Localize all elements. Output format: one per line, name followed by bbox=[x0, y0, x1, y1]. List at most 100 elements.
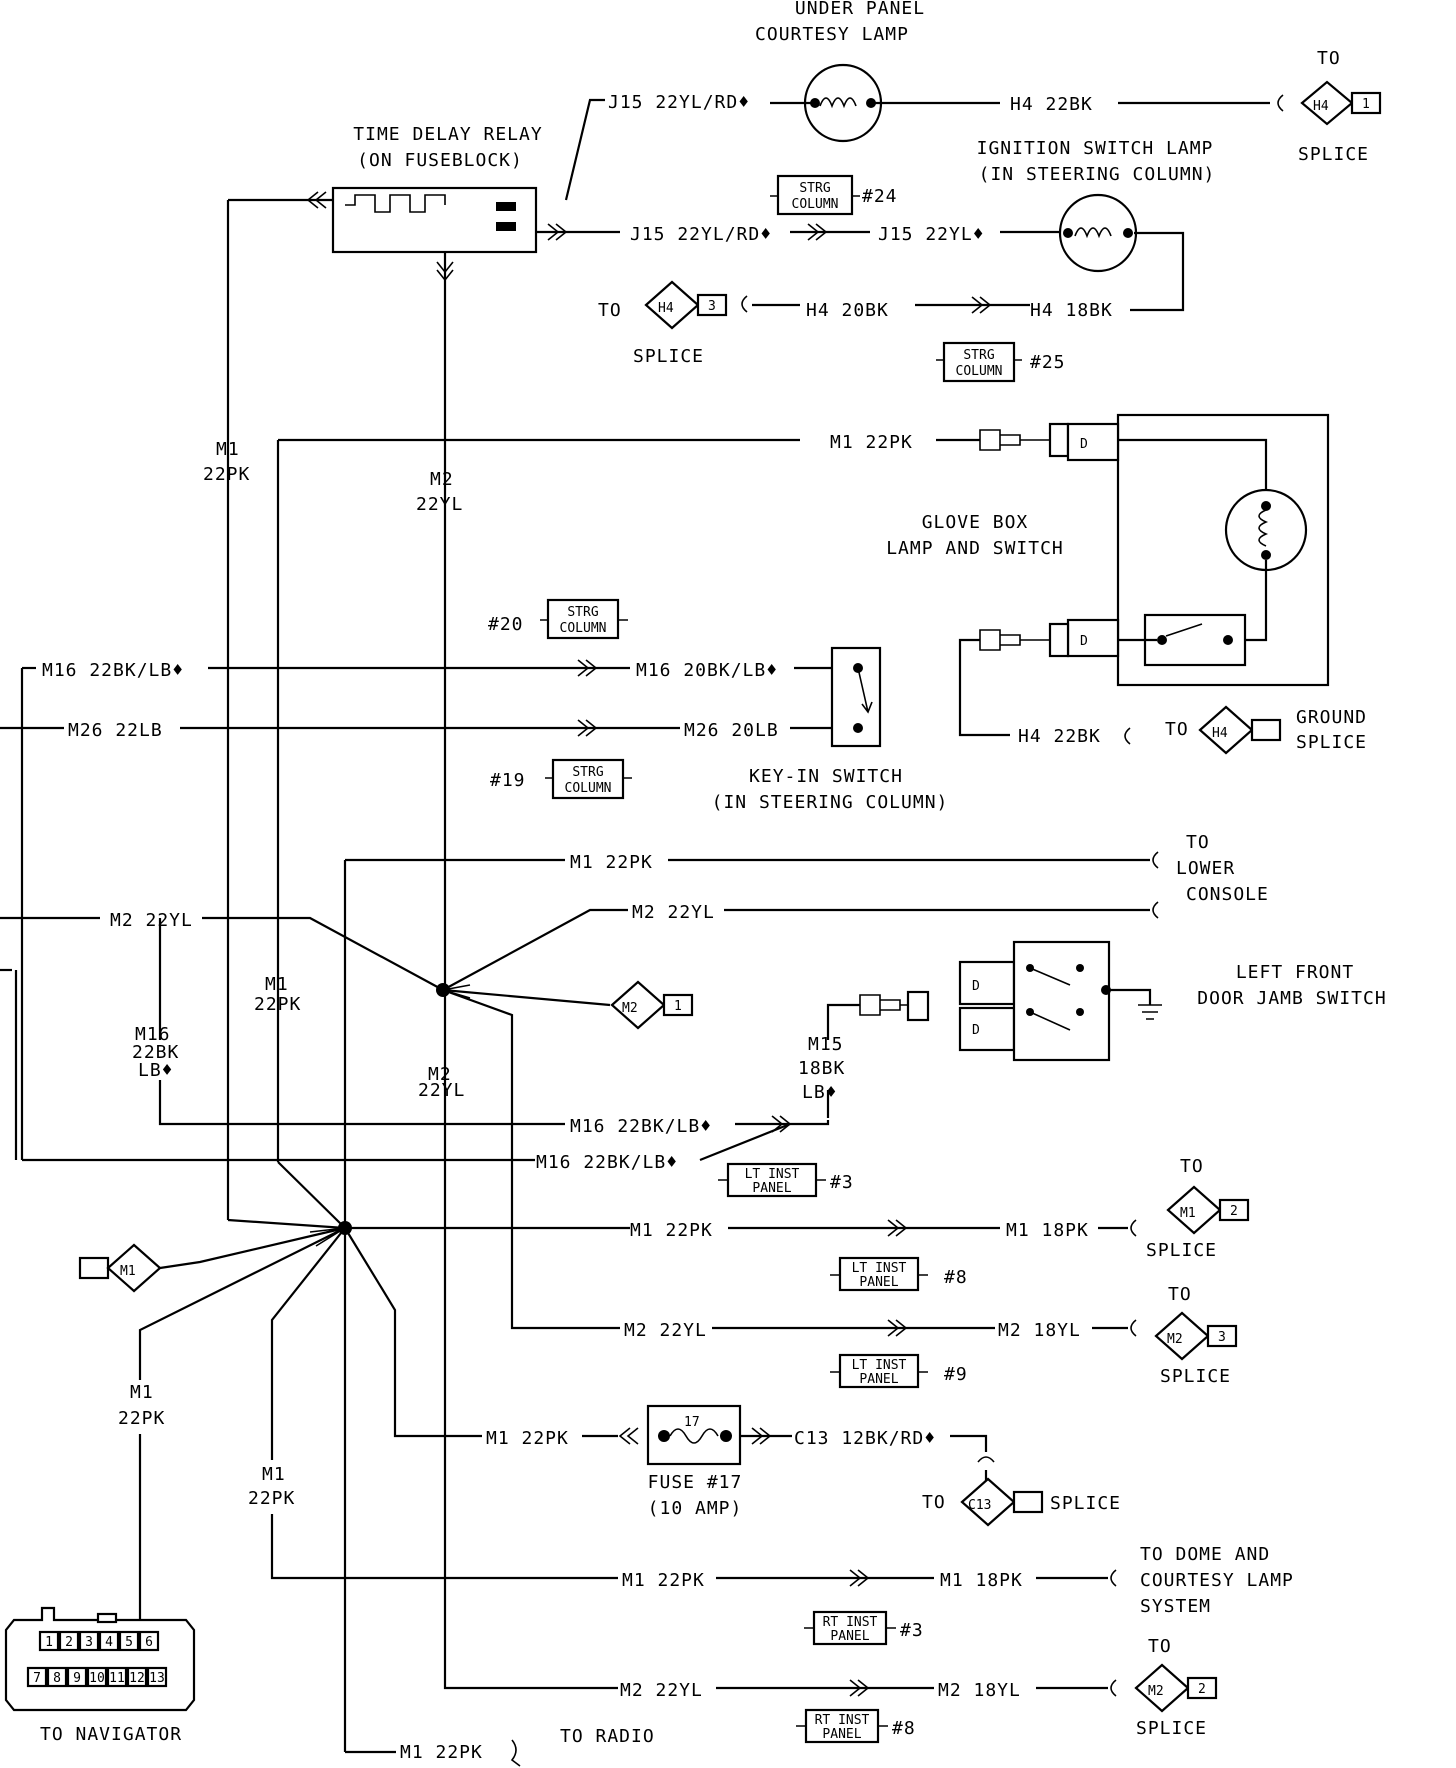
dome-line-3: SYSTEM bbox=[1140, 1596, 1211, 1617]
svg-text:13: 13 bbox=[149, 1671, 165, 1686]
wire-m1-18pk-a: M1 18PK bbox=[1006, 1220, 1089, 1241]
wire-m16-20bk: M16 20BK/LB♦ bbox=[636, 660, 778, 681]
wire-m2-18yl-a: M2 18YL bbox=[998, 1320, 1081, 1341]
svg-text:2: 2 bbox=[1230, 1204, 1238, 1219]
svg-text:STRG: STRG bbox=[963, 348, 994, 363]
wire-m1-18pk-b: M1 18PK bbox=[940, 1570, 1023, 1591]
navigator-bottom-pin-9: 9 bbox=[66, 1666, 88, 1688]
ignition-switch-lamp bbox=[1058, 193, 1138, 273]
svg-text:RT INST: RT INST bbox=[815, 1713, 870, 1728]
to-radio-label: TO RADIO bbox=[560, 1726, 655, 1747]
svg-text:PANEL: PANEL bbox=[752, 1181, 791, 1196]
key-in-switch bbox=[830, 646, 882, 748]
splice-m1-2: M1 2 bbox=[1166, 1185, 1250, 1235]
wire-m26-22lb: M26 22LB bbox=[68, 720, 163, 741]
wire-m16-22bk-left: M16 22BK/LB♦ bbox=[42, 660, 184, 681]
wire-m1-console: M1 22PK bbox=[570, 852, 653, 873]
fuse-title-1: FUSE #17 bbox=[648, 1472, 743, 1493]
svg-text:17: 17 bbox=[684, 1415, 700, 1430]
svg-text:COLUMN: COLUMN bbox=[565, 781, 612, 796]
svg-text:#8: #8 bbox=[892, 1718, 916, 1739]
ref-strg-column-20: #20 STRG COLUMN bbox=[488, 598, 628, 640]
splice-c13: C13 bbox=[960, 1477, 1044, 1527]
splice-m2-1: M2 1 bbox=[610, 980, 694, 1030]
splice-m2-2: M2 2 bbox=[1134, 1663, 1218, 1713]
wire-m1-left-a: M1 bbox=[216, 439, 240, 460]
svg-text:PANEL: PANEL bbox=[859, 1275, 898, 1290]
navigator-label: TO NAVIGATOR bbox=[40, 1724, 182, 1745]
ref-lt-inst-panel-9: LT INST PANEL #9 bbox=[830, 1353, 968, 1389]
svg-text:M2: M2 bbox=[1148, 1684, 1164, 1699]
navigator-top-pin-1: 1 bbox=[38, 1630, 60, 1652]
svg-text:#25: #25 bbox=[1030, 352, 1066, 373]
svg-text:#8: #8 bbox=[944, 1267, 968, 1288]
navigator-bottom-pin-11: 11 bbox=[106, 1666, 128, 1688]
svg-text:M1: M1 bbox=[120, 1264, 136, 1279]
wire-m16-22bk-b: M16 22BK/LB♦ bbox=[536, 1152, 678, 1173]
splice-m1-main: M1 bbox=[78, 1243, 162, 1293]
navigator-bottom-pin-12: 12 bbox=[126, 1666, 148, 1688]
ref-rt-inst-panel-8: RT INST PANEL #8 bbox=[796, 1708, 916, 1744]
wire-pk-left-a: 22PK bbox=[203, 464, 250, 485]
wire-m2-18yl-b: M2 18YL bbox=[938, 1680, 1021, 1701]
wire-pk-mid: 22PK bbox=[254, 994, 301, 1015]
svg-text:9: 9 bbox=[73, 1671, 81, 1686]
svg-text:COLUMN: COLUMN bbox=[956, 364, 1003, 379]
splice-h4-1: H4 1 bbox=[1300, 80, 1382, 126]
svg-text:7: 7 bbox=[33, 1671, 41, 1686]
svg-text:D: D bbox=[972, 1023, 980, 1038]
svg-text:M2: M2 bbox=[1167, 1332, 1183, 1347]
splice-label-h4-1: SPLICE bbox=[1298, 144, 1369, 165]
to-label-h4-ground: TO bbox=[1165, 719, 1189, 740]
splice-label-m2-2: SPLICE bbox=[1136, 1718, 1207, 1739]
wire-m1-glove: M1 22PK bbox=[830, 432, 913, 453]
svg-text:STRG: STRG bbox=[572, 765, 603, 780]
wire-m15: M15 bbox=[808, 1034, 844, 1055]
svg-text:12: 12 bbox=[129, 1671, 145, 1686]
wire-lb-vert: LB♦ bbox=[138, 1060, 174, 1081]
wire-yl-a: 22YL bbox=[416, 494, 463, 515]
ref-lt-inst-panel-8: LT INST PANEL #8 bbox=[830, 1256, 968, 1292]
svg-text:COLUMN: COLUMN bbox=[792, 197, 839, 212]
ref-strg-column-24: STRG COLUMN #24 bbox=[770, 174, 897, 216]
to-label-m2-2: TO bbox=[1148, 1636, 1172, 1657]
svg-text:H4: H4 bbox=[1313, 99, 1329, 114]
splice-h4-ground: H4 bbox=[1198, 705, 1282, 755]
navigator-top-pin-6: 6 bbox=[138, 1630, 160, 1652]
wire-yl-mid: 22YL bbox=[418, 1080, 465, 1101]
wire-bk-vert: 22BK bbox=[132, 1042, 179, 1063]
svg-text:C13: C13 bbox=[968, 1498, 991, 1513]
door-switch-title-2: DOOR JAMB SWITCH bbox=[1197, 988, 1386, 1009]
svg-text:#9: #9 bbox=[944, 1364, 968, 1385]
svg-text:H4: H4 bbox=[1212, 726, 1228, 741]
wire-pk-low: 22PK bbox=[248, 1488, 295, 1509]
svg-text:6: 6 bbox=[145, 1635, 153, 1650]
wire-m1-22pk-a: M1 22PK bbox=[630, 1220, 713, 1241]
svg-text:3: 3 bbox=[708, 299, 716, 314]
splice-label-ground: SPLICE bbox=[1296, 732, 1367, 753]
relay-title-1: TIME DELAY RELAY bbox=[353, 124, 542, 145]
wire-m16-vert: M16 bbox=[135, 1024, 171, 1045]
under-panel-lamp bbox=[803, 63, 883, 143]
svg-text:H4: H4 bbox=[658, 301, 674, 316]
ref-strg-column-25: STRG COLUMN #25 bbox=[936, 341, 1066, 383]
to-label-m2-3: TO bbox=[1168, 1284, 1192, 1305]
left-front-door-jamb-switch: D D bbox=[958, 940, 1162, 1062]
navigator-top-pin-2: 2 bbox=[58, 1630, 80, 1652]
wire-h4-20bk: H4 20BK bbox=[806, 300, 889, 321]
glove-box-lamp-and-switch: D D bbox=[958, 413, 1330, 737]
svg-text:1: 1 bbox=[674, 999, 682, 1014]
svg-text:11: 11 bbox=[109, 1671, 125, 1686]
wire-pk-nav: 22PK bbox=[118, 1408, 165, 1429]
door-switch-title-1: LEFT FRONT bbox=[1236, 962, 1354, 983]
splice-label-c13: SPLICE bbox=[1050, 1493, 1121, 1514]
svg-text:8: 8 bbox=[53, 1671, 61, 1686]
dome-line-1: TO DOME AND bbox=[1140, 1544, 1270, 1565]
wire-j15-yl: J15 22YL♦ bbox=[878, 224, 985, 245]
svg-text:5: 5 bbox=[125, 1635, 133, 1650]
svg-text:#3: #3 bbox=[900, 1620, 924, 1641]
ignition-lamp-title-1: IGNITION SWITCH LAMP bbox=[977, 138, 1214, 159]
svg-text:3: 3 bbox=[85, 1635, 93, 1650]
